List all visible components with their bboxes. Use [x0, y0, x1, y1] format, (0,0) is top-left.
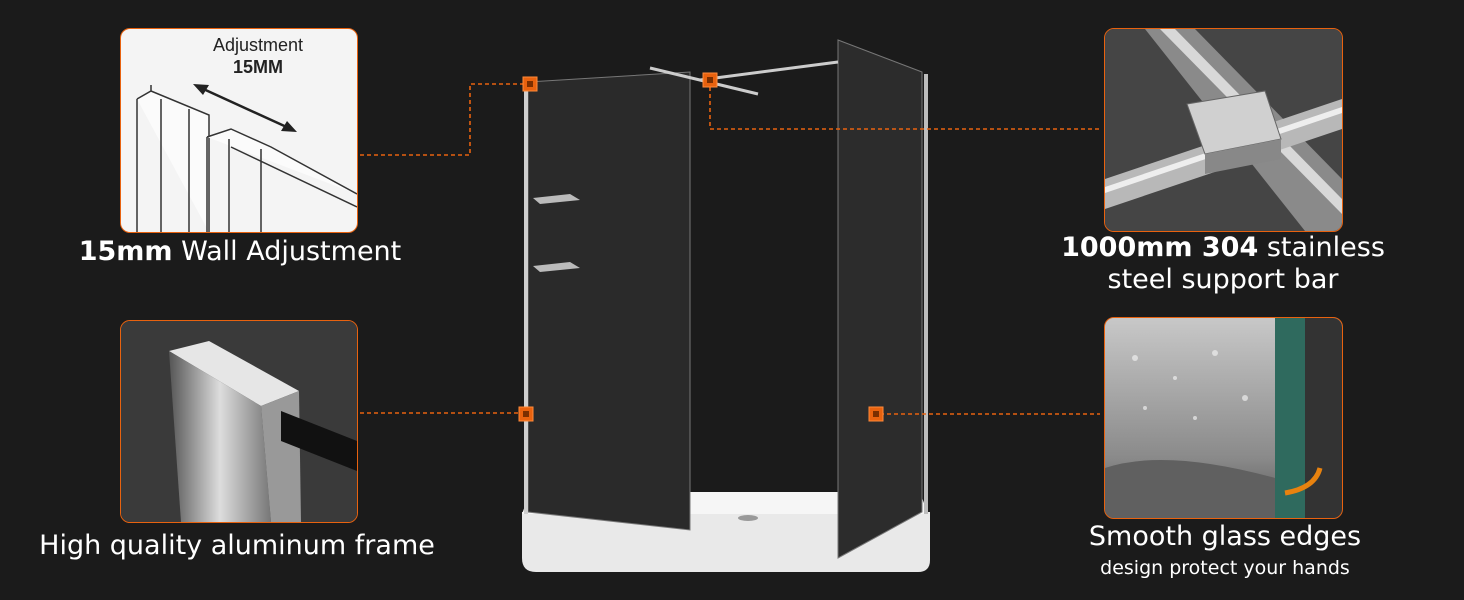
- glass-edges-subcaption: design protect your hands: [1100, 557, 1350, 579]
- glass-panel-right: [837, 39, 923, 559]
- callout-lines: [360, 80, 1100, 415]
- wall-adjustment-caption: 15mm Wall Adjustment: [78, 236, 402, 267]
- aluminum-frame-image: [120, 320, 358, 523]
- wall-adjustment-image: Adjustment 15MM: [120, 28, 358, 233]
- glass-edges-image: [1104, 317, 1343, 519]
- adjustment-value: 15MM: [233, 57, 284, 77]
- aluminum-frame-caption: High quality aluminum frame: [39, 530, 435, 561]
- adjustment-label: Adjustment: [213, 35, 304, 55]
- glass-edges-caption: Smooth glass edges: [1088, 521, 1362, 552]
- glass-panel-left: [527, 71, 691, 531]
- support-bar: [699, 60, 839, 82]
- shower-tray: [522, 512, 930, 572]
- support-bar-image: [1104, 28, 1343, 232]
